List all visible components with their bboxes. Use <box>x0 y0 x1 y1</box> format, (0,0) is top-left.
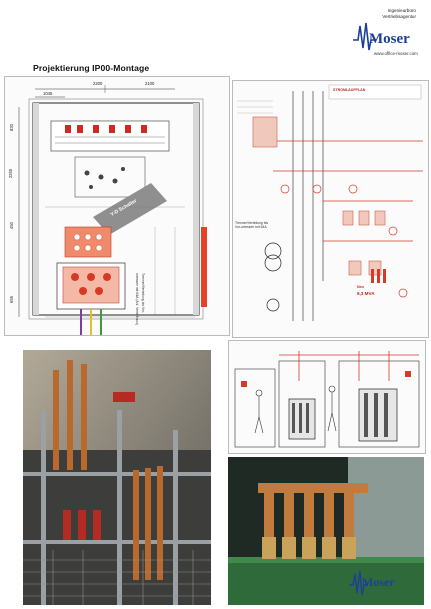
page-title: Projektierung IP00-Montage <box>33 63 150 73</box>
schematic-header: STROMLAUFPLAN <box>333 88 366 92</box>
photo-logo: Moser <box>348 567 408 597</box>
dim-1045: 1045 <box>43 91 53 96</box>
company-url: www.office-moser.com <box>374 51 418 56</box>
floor-plan-drawing: 2200 2100 1045 820 2260 450 655 Y-D Scha… <box>4 76 230 336</box>
vertical-note: Trenner/Verteilung bis Vor- <box>141 273 145 314</box>
company-line1: Ingenieurbüro <box>387 8 416 13</box>
moser-wave-icon <box>353 22 376 51</box>
transformer-photo-graphic <box>228 457 424 605</box>
dim-450: 450 <box>9 222 14 229</box>
section-view-drawing <box>228 340 426 454</box>
busbar-installation-photo <box>23 350 211 605</box>
transformer-connection-photo: Moser <box>228 457 424 605</box>
brand-name: Moser <box>369 31 410 47</box>
dim-2100: 2100 <box>145 81 155 86</box>
transformer-note: Trenner/Verteilung bis Vor-ortessen mit … <box>235 221 269 229</box>
schematic-drawing: STROMLAUFPLAN Trenner/Verteilung bis Vor… <box>232 80 429 338</box>
section-view-graphic <box>234 351 420 448</box>
moser-wave-icon-small <box>349 570 368 596</box>
power-prefix: Neu <box>357 285 364 289</box>
dim-655: 655 <box>9 296 14 303</box>
floor-plan-graphic <box>18 85 207 335</box>
power-rating: 6,3 MVA <box>357 291 375 296</box>
company-logo: Ingenieurbüro Vertriebsagentur Moser www… <box>352 6 422 62</box>
photo-brand-name: Moser <box>362 575 395 589</box>
company-line2: Vertriebsagentur <box>382 14 416 19</box>
dim-2200: 2200 <box>93 81 103 86</box>
dim-820: 820 <box>9 124 14 131</box>
vertical-note-2: ortessen mit 64A (Anl. Verteilhaus) <box>135 273 139 326</box>
schematic-graphic <box>237 84 423 321</box>
dim-2260: 2260 <box>8 168 14 179</box>
busbar-photo-graphic <box>23 350 211 605</box>
